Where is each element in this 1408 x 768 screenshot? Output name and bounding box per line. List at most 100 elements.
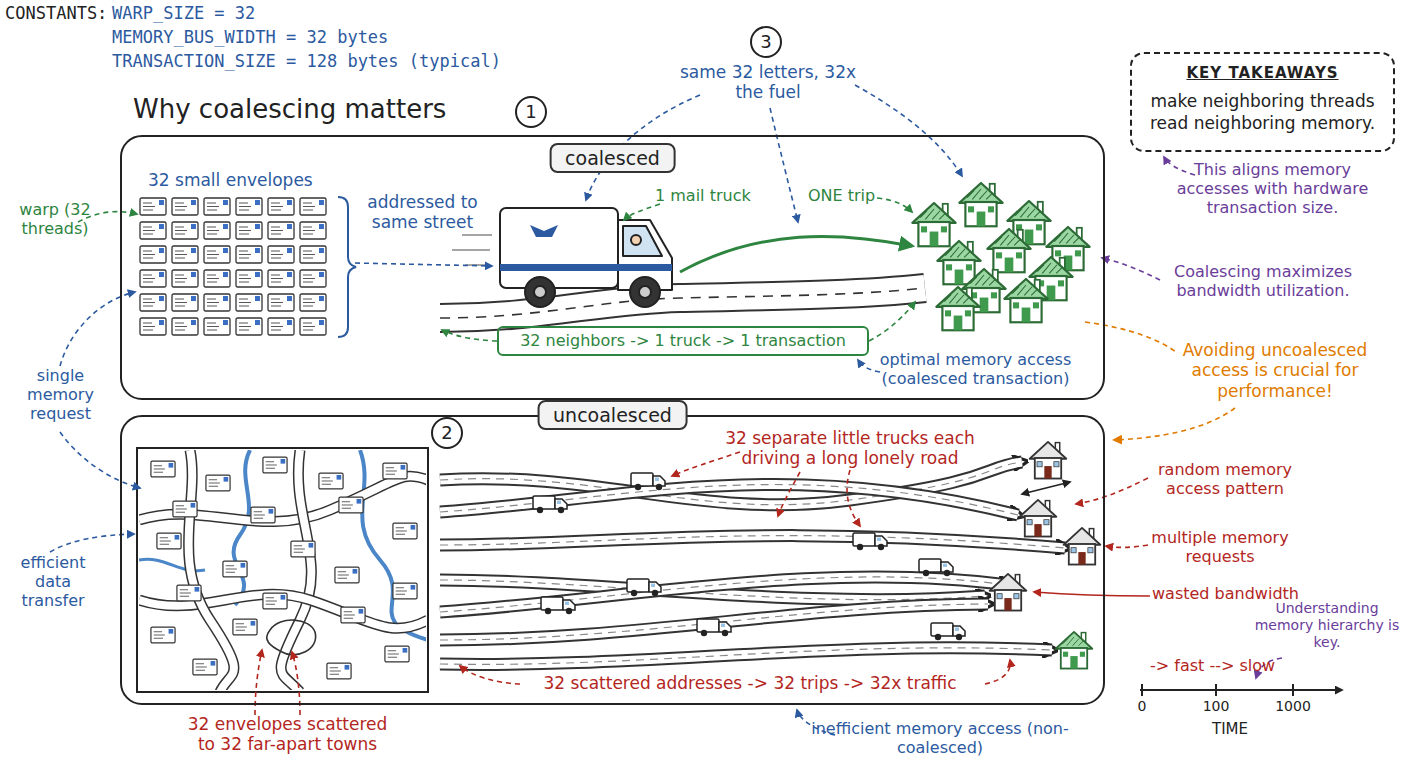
road <box>440 288 925 318</box>
lonely-roads <box>440 536 1065 548</box>
lonely-roads <box>440 604 988 640</box>
scattered-map <box>233 619 257 635</box>
leader-lines <box>1076 478 1148 504</box>
scattered-map <box>251 507 275 523</box>
lonely-roads <box>440 536 1065 548</box>
mail-truck <box>534 286 546 298</box>
small-trucks <box>697 619 731 636</box>
leader-lines <box>869 302 915 341</box>
mail-truck <box>630 277 660 307</box>
annotation: same 32 letters, 32x the fuel <box>678 62 858 103</box>
road <box>440 288 925 318</box>
lonely-roads <box>440 604 988 640</box>
leader-lines <box>60 432 140 488</box>
leader-lines <box>255 650 262 715</box>
leader-lines <box>624 204 660 220</box>
lonely-roads <box>440 604 988 640</box>
leader-lines <box>1102 258 1160 280</box>
axis-tick: 1000 <box>1268 698 1318 715</box>
callout-circles <box>432 27 781 448</box>
leader-lines <box>442 330 497 341</box>
summary-box: 32 neighbors -> 1 truck -> 1 transaction <box>497 326 869 356</box>
callout-circles <box>516 97 546 127</box>
road <box>440 288 925 318</box>
annotation: 32 envelopes scattered to 32 far-apart t… <box>180 714 395 755</box>
annotation: efficient data transfer <box>8 553 98 611</box>
mail-truck <box>500 264 672 271</box>
far-houses <box>990 574 1027 611</box>
mail-truck <box>452 208 672 307</box>
leader-lines <box>847 470 860 526</box>
far-houses <box>1030 442 1067 479</box>
annotation: inefficient memory access (non-coalesced… <box>810 719 1070 757</box>
scattered-map <box>335 567 359 583</box>
annotation: -> fast --> slow <box>1150 656 1330 675</box>
constant-line: MEMORY_BUS_WIDTH = 32 bytes <box>112 27 452 47</box>
annotation: warp (32 threads) <box>0 200 110 238</box>
scattered-map <box>177 585 201 601</box>
scattered-map <box>327 663 351 679</box>
small-trucks <box>627 579 661 596</box>
scattered-map <box>139 476 426 521</box>
annotation: random memory access pattern <box>1145 460 1305 498</box>
mail-truck <box>452 235 492 265</box>
trip-arrow <box>680 236 912 272</box>
constant-line: WARP_SIZE = 32 <box>112 3 412 23</box>
leader-lines <box>858 360 880 372</box>
lonely-roads <box>440 648 1052 665</box>
scattered-map <box>267 620 316 655</box>
lonely-roads <box>440 536 1065 548</box>
annotation: 1 mail truck <box>655 186 765 205</box>
scattered-map <box>339 497 363 513</box>
summary-text: 32 neighbors -> 1 truck -> 1 transaction <box>499 328 867 354</box>
axis-label: TIME <box>1205 720 1255 738</box>
scattered-map <box>291 541 315 557</box>
lonely-roads <box>440 485 1018 515</box>
road <box>440 288 925 318</box>
leader-lines <box>1114 408 1235 440</box>
scattered-map <box>223 561 247 577</box>
annotation: 32 scattered addresses -> 32 trips -> 32… <box>480 673 1020 693</box>
annotation: multiple memory requests <box>1145 528 1295 566</box>
scattered-map <box>151 461 175 477</box>
scattered-map <box>263 457 287 473</box>
house-cluster <box>936 287 979 330</box>
leader-lines <box>1164 157 1195 175</box>
scattered-map <box>173 501 197 517</box>
leader-lines <box>672 452 740 476</box>
lonely-roads <box>440 648 1052 665</box>
mail-truck <box>525 277 555 307</box>
panel-tab: uncoalesced <box>537 400 688 430</box>
leader-lines <box>355 263 492 266</box>
lonely-roads <box>440 485 1018 515</box>
scattered-map <box>385 646 409 662</box>
scattered-map <box>151 627 175 643</box>
annotation: addressed to same street <box>355 192 490 233</box>
scattered-map <box>206 475 230 491</box>
far-houses <box>1056 632 1093 669</box>
takeaway-box: KEY TAKEAWAYSmake neighboring threads re… <box>1130 52 1395 152</box>
leader-lines <box>1085 322 1176 352</box>
scattered-map <box>193 659 217 675</box>
leader-lines <box>877 198 912 212</box>
takeaway-heading: KEY TAKEAWAYS <box>1132 64 1393 82</box>
mail-truck <box>623 226 662 256</box>
leader-lines <box>855 85 962 176</box>
scattered-map <box>137 448 428 692</box>
callout-number: 2 <box>432 422 462 444</box>
double-arrow <box>1022 482 1070 494</box>
scattered-map <box>263 593 287 609</box>
callout-circles <box>432 418 462 448</box>
annotation: 32 separate little trucks each driving a… <box>700 428 1000 469</box>
diagram-title: Why coalescing matters <box>133 94 446 124</box>
small-trucks <box>853 533 887 550</box>
house-cluster <box>912 183 1089 330</box>
panel-tab: coalesced <box>549 143 676 173</box>
house-cluster <box>987 229 1030 272</box>
lonely-roads <box>440 485 1018 515</box>
callout-number: 1 <box>516 101 546 123</box>
envelope-grid <box>138 195 330 339</box>
annotation: Coalescing maximizes bandwidth utilizati… <box>1158 262 1368 300</box>
scattered-map <box>319 473 343 489</box>
far-houses <box>1020 500 1057 537</box>
